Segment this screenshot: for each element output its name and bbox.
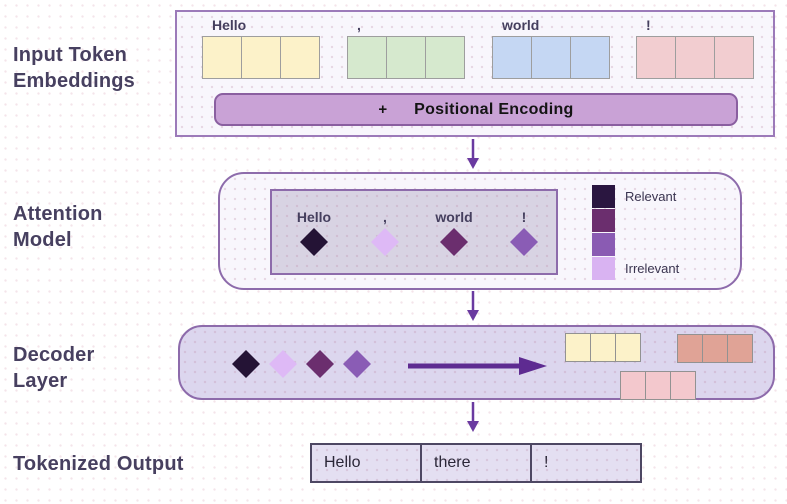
input-token-exclaim: ! [636, 17, 758, 79]
attention-diamond [510, 228, 538, 256]
token-label: , [383, 209, 387, 225]
decoder-diamond [306, 350, 334, 378]
positional-encoding-label: Positional Encoding [414, 100, 574, 118]
down-arrow-icon [465, 402, 481, 432]
attention-token-exclaim: ! [495, 209, 553, 256]
attention-diamond [300, 228, 328, 256]
embedding-cells [347, 36, 469, 79]
token-label: Hello [296, 209, 332, 225]
legend-label-irrelevant: Irrelevant [625, 261, 680, 276]
embedding-cell [565, 333, 591, 362]
decoder-output-yellow-block [565, 333, 641, 362]
down-arrow-icon [465, 139, 481, 169]
token-label: , [357, 17, 361, 33]
embedding-cell [636, 36, 676, 79]
embedding-cell [590, 333, 616, 362]
plus-sign: + [378, 101, 388, 118]
embedding-cells [492, 36, 614, 79]
embedding-cell [386, 36, 426, 79]
decoder-diamonds [232, 350, 371, 378]
embedding-cell [241, 36, 281, 79]
attention-model-panel: Hello , world ! Relevant Irrelevant [218, 172, 742, 290]
embedding-cell [425, 36, 465, 79]
tokenized-output-table: Hello there ! [310, 443, 642, 483]
decoder-diamond [343, 350, 371, 378]
token-label: Hello [212, 17, 247, 33]
embedding-cell [615, 333, 641, 362]
embedding-cell [645, 371, 671, 400]
embedding-cell [620, 371, 646, 400]
decoder-layer-panel [178, 325, 775, 400]
legend-swatch [592, 209, 615, 232]
input-token-hello: Hello [202, 17, 324, 79]
embedding-cell [531, 36, 571, 79]
embedding-cell [202, 36, 242, 79]
relevance-legend [592, 185, 615, 281]
positional-encoding-bar: + Positional Encoding [214, 93, 738, 126]
legend-swatch [592, 257, 615, 280]
token-label: ! [646, 17, 651, 33]
right-arrow-icon [408, 356, 548, 376]
decoder-diamond [232, 350, 260, 378]
embedding-cell [347, 36, 387, 79]
embedding-cells [202, 36, 324, 79]
attention-token-comma: , [356, 209, 414, 256]
decoder-output-salmon-block [677, 334, 753, 363]
embedding-cell [492, 36, 532, 79]
legend-swatch [592, 233, 615, 256]
output-cell: there [420, 443, 532, 483]
embedding-cells [636, 36, 758, 79]
input-token-world: world [492, 17, 614, 79]
attention-token-hello: Hello [285, 209, 343, 256]
token-label: ! [521, 209, 527, 225]
output-cell: ! [530, 443, 642, 483]
embedding-cell [702, 334, 728, 363]
legend-swatch [592, 185, 615, 208]
attention-diamond [440, 228, 468, 256]
token-label: world [435, 209, 473, 225]
input-embeddings-panel: Hello , world ! [175, 10, 775, 137]
tokenized-output-heading: Tokenized Output [13, 453, 184, 475]
decoder-output-pink-block [620, 371, 696, 400]
output-cell: Hello [310, 443, 422, 483]
embedding-cell [675, 36, 715, 79]
attention-model-heading: Attention Model [13, 203, 103, 252]
embedding-cell [677, 334, 703, 363]
down-arrow-icon [465, 291, 481, 321]
input-embeddings-heading: Input Token Embeddings [13, 44, 136, 93]
embedding-cell [670, 371, 696, 400]
attention-token-world: world [425, 209, 483, 256]
embedding-cell [727, 334, 753, 363]
attention-diamond [371, 228, 399, 256]
legend-label-relevant: Relevant [625, 189, 677, 204]
token-label: world [502, 17, 540, 33]
embedding-cell [570, 36, 610, 79]
input-token-comma: , [347, 17, 469, 79]
embedding-cell [280, 36, 320, 79]
attention-tokens-panel: Hello , world ! [270, 189, 558, 275]
decoder-diamond [269, 350, 297, 378]
embedding-cell [714, 36, 754, 79]
decoder-layer-heading: Decoder Layer [13, 344, 95, 393]
